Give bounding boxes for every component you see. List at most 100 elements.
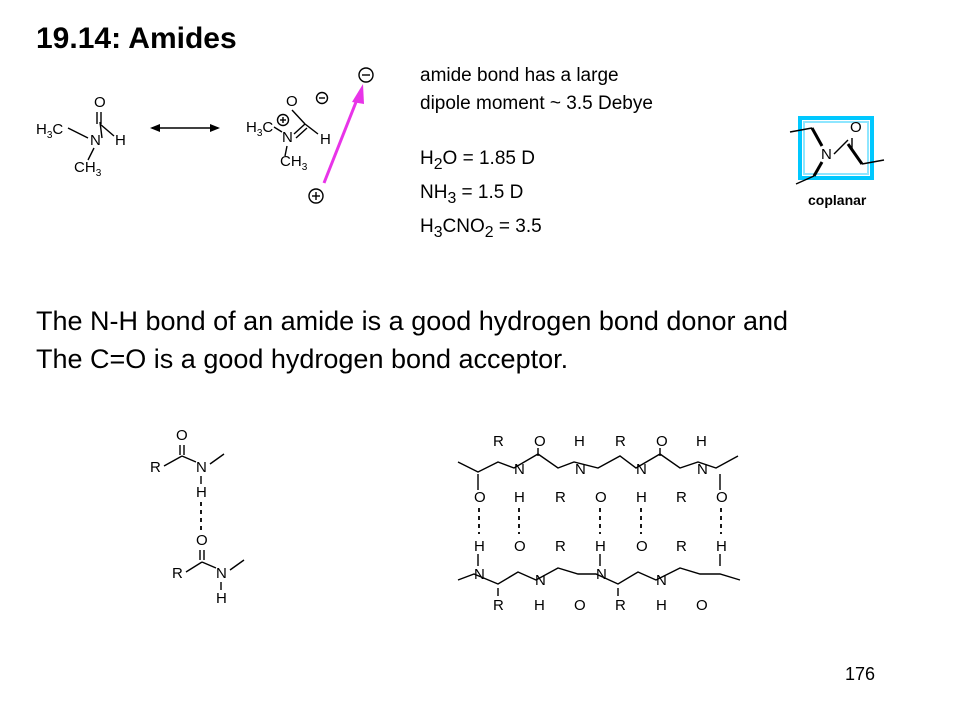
dipole-note: amide bond has a large dipole moment ~ 3… bbox=[420, 62, 653, 118]
sheet-label: R bbox=[493, 433, 504, 450]
atom-h-right: H bbox=[320, 131, 331, 148]
sheet-bottom-strand: H O R H O R H N N N N R H O R H O bbox=[457, 538, 741, 614]
dimer-atom-o-top: O bbox=[176, 427, 188, 444]
positive-charge-icon bbox=[276, 113, 290, 127]
slide-title: 19.14: Amides bbox=[36, 22, 237, 55]
sheet-label: H bbox=[474, 538, 485, 555]
dipole-moment-arrow bbox=[308, 67, 374, 204]
atom-o-right: O bbox=[286, 93, 298, 110]
coplanar-label: coplanar bbox=[808, 192, 867, 208]
sheet-top-backbone bbox=[457, 453, 739, 473]
bond bbox=[789, 127, 813, 133]
bond-wedge bbox=[810, 127, 824, 147]
sheet-label: N bbox=[697, 461, 708, 478]
dimer-atom-h-top: H bbox=[196, 484, 207, 501]
sheet-hydrogen-bonds bbox=[478, 508, 722, 534]
sheet-label: H bbox=[534, 597, 545, 614]
atom-h3c-left: H3C bbox=[36, 121, 63, 141]
resonance-arrow bbox=[150, 124, 220, 132]
coplanar-atom-n: N bbox=[821, 146, 832, 163]
sheet-label: O bbox=[574, 597, 586, 614]
dimer-atom-r-bottom: R bbox=[172, 565, 183, 582]
sheet-label: N bbox=[575, 461, 586, 478]
dipole-arrow-head bbox=[352, 84, 364, 104]
atom-n-left: N bbox=[90, 132, 101, 149]
sheet-label: N bbox=[596, 566, 607, 583]
sheet-label: H bbox=[636, 489, 647, 506]
sheet-label: O bbox=[534, 433, 546, 450]
sheet-label: H bbox=[595, 538, 606, 555]
dimer-atom-r-top: R bbox=[150, 459, 161, 476]
sheet-label: N bbox=[474, 566, 485, 583]
sheet-top-strand: R O H R O H N N N N O H R O H R O bbox=[457, 433, 739, 506]
sheet-label: H bbox=[656, 597, 667, 614]
dimer-atom-o-bottom: O bbox=[196, 532, 208, 549]
dimer-atom-n-bottom: N bbox=[216, 565, 227, 582]
dmf-neutral-structure: H3C N O H CH3 bbox=[36, 94, 126, 179]
bond bbox=[201, 561, 217, 569]
negative-charge-icon bbox=[315, 91, 329, 105]
resonance-arrow-head-right bbox=[210, 124, 220, 132]
bond bbox=[273, 126, 283, 133]
dimer-atom-n-top: N bbox=[196, 459, 207, 476]
sheet-label: N bbox=[514, 461, 525, 478]
atom-h3c-right: H3C bbox=[246, 119, 273, 139]
negative-pole-icon bbox=[358, 67, 374, 83]
bond bbox=[181, 455, 197, 463]
bond bbox=[87, 147, 95, 161]
bond bbox=[67, 127, 89, 139]
atom-ch3-right: CH3 bbox=[280, 153, 308, 173]
bond bbox=[304, 123, 319, 135]
sheet-label: O bbox=[595, 489, 607, 506]
bond bbox=[99, 123, 115, 137]
bond bbox=[284, 145, 288, 157]
sheet-label: R bbox=[555, 538, 566, 555]
bond bbox=[229, 559, 245, 571]
sheet-label: O bbox=[514, 538, 526, 555]
dipole-comparisons: H2O = 1.85 D NH3 = 1.5 D H3CNO2 = 3.5 bbox=[420, 145, 542, 246]
bond bbox=[209, 453, 225, 465]
bond bbox=[295, 127, 308, 139]
comparison-water: H2O = 1.85 D bbox=[420, 148, 535, 173]
sheet-label: H bbox=[514, 489, 525, 506]
atom-o-left: O bbox=[94, 94, 106, 111]
sheet-label: H bbox=[716, 538, 727, 555]
positive-pole-icon bbox=[308, 188, 324, 204]
sheet-label: R bbox=[676, 489, 687, 506]
sheet-label: O bbox=[716, 489, 728, 506]
coplanar-atom-o: O bbox=[850, 119, 862, 136]
sheet-label: H bbox=[696, 433, 707, 450]
bond bbox=[293, 123, 306, 135]
sheet-label: O bbox=[656, 433, 668, 450]
sheet-label: R bbox=[493, 597, 504, 614]
coplanar-plane-inner bbox=[803, 121, 869, 175]
bond bbox=[185, 561, 203, 573]
sheet-label: R bbox=[615, 597, 626, 614]
dimer-atom-h-bottom: H bbox=[216, 590, 227, 607]
sheet-label: O bbox=[696, 597, 708, 614]
bond bbox=[833, 139, 849, 155]
dipole-note-line-1: amide bond has a large bbox=[420, 65, 619, 86]
sheet-label: N bbox=[636, 461, 647, 478]
body-text-line-2: The C=O is a good hydrogen bond acceptor… bbox=[36, 344, 569, 374]
dipole-arrow-shaft bbox=[322, 91, 362, 184]
sheet-label: H bbox=[574, 433, 585, 450]
atom-n-right: N bbox=[282, 129, 293, 146]
sheet-label: N bbox=[535, 572, 546, 589]
bond bbox=[163, 455, 183, 467]
body-text: The N-H bond of an amide is a good hydro… bbox=[36, 302, 788, 378]
bond bbox=[291, 109, 306, 125]
bond-wedge bbox=[812, 161, 824, 177]
comparison-nitromethane: H3CNO2 = 3.5 bbox=[420, 215, 542, 241]
atom-ch3-left: CH3 bbox=[74, 159, 102, 179]
bond bbox=[795, 175, 815, 185]
resonance-arrow-head-left bbox=[150, 124, 160, 132]
body-text-line-1: The N-H bond of an amide is a good hydro… bbox=[36, 306, 789, 336]
bond-wedge bbox=[846, 143, 864, 165]
comparison-ammonia: NH3 = 1.5 D bbox=[420, 181, 524, 207]
sheet-label: O bbox=[636, 538, 648, 555]
bond bbox=[861, 159, 885, 165]
